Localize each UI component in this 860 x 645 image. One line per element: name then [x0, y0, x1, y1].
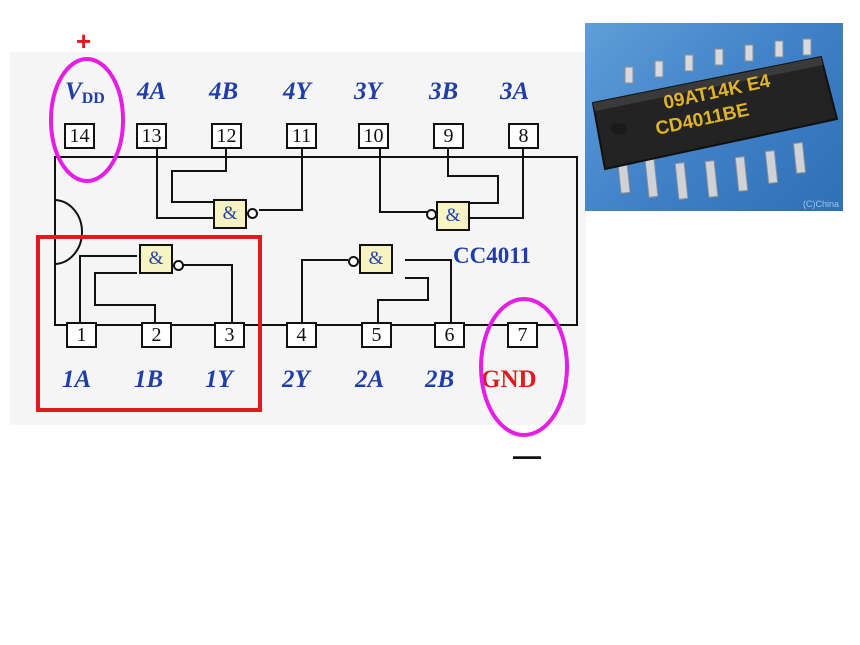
pin-4: 4 — [286, 322, 317, 348]
chip-label: CC4011 — [453, 243, 531, 268]
gate1-highlight-rect — [36, 235, 262, 412]
pin-2: 2 — [141, 322, 172, 348]
pin-9: 9 — [433, 123, 464, 149]
pin-label-2a: 2A — [355, 366, 385, 393]
nand-gate-1: & — [139, 244, 173, 274]
nand-gate-3: & — [436, 201, 470, 231]
pin-label-4b: 4B — [209, 78, 239, 105]
pin-label-3y: 3Y — [354, 78, 382, 105]
inverter-bubble-2 — [348, 256, 359, 267]
inverter-bubble-1 — [173, 260, 184, 271]
chip-notch — [54, 199, 83, 265]
pin-12: 12 — [211, 123, 242, 149]
pin-label-2b: 2B — [425, 366, 455, 393]
pin-label-4a: 4A — [137, 78, 167, 105]
pin-label-gnd: GND — [481, 366, 537, 393]
nand-gate-2: & — [359, 244, 393, 274]
pin-7: 7 — [507, 322, 538, 348]
pin-label-4y: 4Y — [283, 78, 311, 105]
plus-sign: + — [76, 26, 92, 56]
pin-8: 8 — [508, 123, 539, 149]
pin-label-2y: 2Y — [282, 366, 310, 393]
pin-11: 11 — [286, 123, 317, 149]
inverter-bubble-3 — [426, 209, 437, 220]
pin-1: 1 — [66, 322, 97, 348]
pin-label-1b: 1B — [134, 366, 164, 393]
pin-label-vdd: VDD — [65, 78, 105, 107]
pin-10: 10 — [358, 123, 389, 149]
chip-body — [54, 156, 578, 326]
pin-label-1y: 1Y — [205, 366, 233, 393]
minus-sign: — — [513, 440, 541, 471]
inverter-bubble-4 — [247, 208, 258, 219]
pin-label-1a: 1A — [62, 366, 92, 393]
pin-label-3b: 3B — [429, 78, 459, 105]
pinout-diagram: VDD 4A 4B 4Y 3Y 3B 3A 14 13 12 11 10 9 8 — [10, 52, 586, 425]
pin-14: 14 — [64, 123, 95, 149]
pin-label-3a: 3A — [500, 78, 530, 105]
pin-6: 6 — [434, 322, 465, 348]
dip-package-image: 09AT14K E4 CD4011BE — [591, 38, 839, 200]
gate-wiring — [79, 149, 524, 322]
vdd-highlight-ellipse — [49, 57, 125, 183]
nand-gate-4: & — [213, 199, 247, 229]
pin-13: 13 — [136, 123, 167, 149]
pin-5: 5 — [361, 322, 392, 348]
gnd-highlight-ellipse — [479, 297, 569, 437]
pin-3: 3 — [214, 322, 245, 348]
chip-photo: 09AT14K E4 CD4011BE (C)China — [585, 23, 843, 211]
photo-watermark: (C)China — [802, 199, 839, 209]
